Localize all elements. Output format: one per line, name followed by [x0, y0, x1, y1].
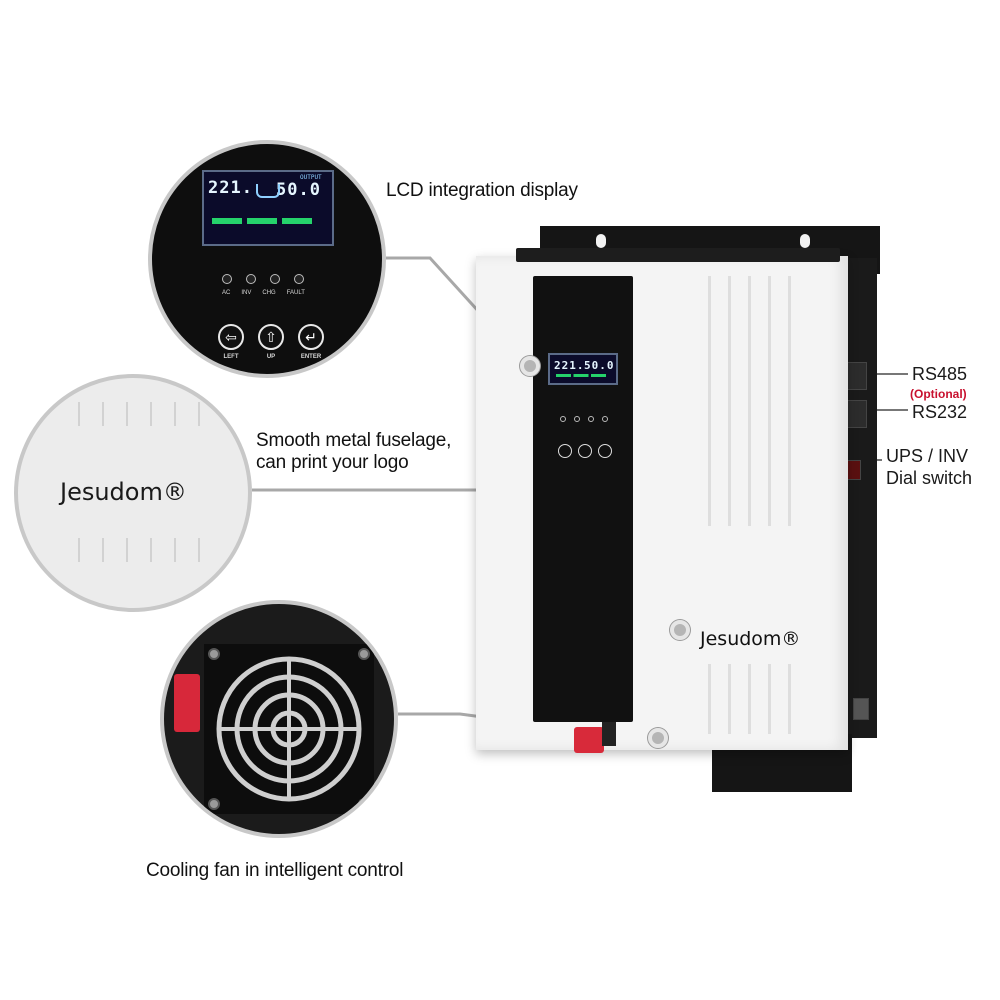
inv-led [574, 416, 580, 422]
surface-groove [150, 538, 152, 562]
chg-label: CHG [262, 290, 276, 296]
screw [358, 648, 370, 660]
fan-callout-label: Cooling fan in intelligent control [146, 860, 404, 881]
lcd-zoom-right-value: 50.0 [276, 180, 321, 200]
mount-hole [596, 234, 606, 248]
up-button[interactable] [578, 444, 592, 458]
vent-rib [728, 664, 731, 734]
surface-groove [126, 538, 128, 562]
fault-label: FAULT [286, 290, 305, 296]
surface-groove [102, 538, 104, 562]
side-panel [845, 258, 877, 738]
vent-rib [768, 276, 771, 526]
surface-groove [78, 402, 80, 426]
fault-indicator-led [294, 274, 304, 284]
screw [208, 798, 220, 810]
inv-indicator-led [246, 274, 256, 284]
lcd-output-tag: OUTPUT [300, 174, 322, 181]
arrow-left-icon[interactable]: ⇦ [218, 324, 244, 350]
surface-groove [126, 402, 128, 426]
left-button[interactable] [558, 444, 572, 458]
dial-switch-label: Dial switch [886, 468, 973, 488]
cable-gland [602, 722, 616, 746]
inv-label: INV [241, 290, 252, 296]
lcd-right-value: 50.0 [584, 359, 615, 372]
vent-rib [768, 664, 771, 734]
fan-zoom-circle [160, 600, 398, 838]
lcd-callout-label: LCD integration display [386, 180, 578, 201]
ups-inv-label: UPS / INV [886, 446, 969, 466]
enter-label: ENTER [300, 354, 322, 360]
fan-plate [204, 644, 374, 814]
surface-groove [174, 538, 176, 562]
up-label: UP [266, 354, 276, 360]
vent-rib [708, 664, 711, 734]
lcd-left-value: 221. [554, 359, 585, 372]
fuselage-label-line1: Smooth metal fuselage, [256, 430, 452, 451]
fault-led [602, 416, 608, 422]
lcd-zoom-bars [212, 218, 312, 224]
enter-icon[interactable]: ↵ [298, 324, 324, 350]
arrow-up-icon[interactable]: ⇧ [258, 324, 284, 350]
ac-indicator-led [222, 274, 232, 284]
enter-button[interactable] [598, 444, 612, 458]
control-panel-strip [533, 276, 633, 722]
rs232-port [847, 400, 867, 428]
top-vents [516, 248, 840, 262]
lcd-bars [556, 374, 606, 377]
vent-rib [708, 276, 711, 526]
surface-groove [174, 402, 176, 426]
fuselage-marker-dot [670, 620, 690, 640]
surface-groove [150, 402, 152, 426]
vent-rib [728, 276, 731, 526]
surface-groove [198, 402, 200, 426]
dc-terminal [574, 727, 604, 753]
left-label: LEFT [223, 354, 239, 360]
lcd-zoom-display: OUTPUT 221. 50.0 [202, 170, 334, 246]
surface-groove [102, 402, 104, 426]
vent-rib [748, 664, 751, 734]
lcd-wave-icon [256, 184, 280, 198]
ac-led [560, 416, 566, 422]
logo-zoom-circle: Jesudom® [14, 374, 252, 612]
vent-rib [788, 276, 791, 526]
dial-switch[interactable] [847, 460, 861, 480]
fuselage-label-line2: can print your logo [256, 452, 409, 473]
panel-zoom-circle: OUTPUT 221. 50.0 AC INV CHG FAULT ⇦ ⇧ ↵ … [148, 140, 386, 378]
red-terminal [174, 674, 200, 732]
surface-groove [78, 538, 80, 562]
chg-indicator-led [270, 274, 280, 284]
rs485-label: RS485 [912, 364, 968, 384]
fan-grille-icon [216, 656, 362, 802]
rs232-label: RS232 [912, 402, 968, 422]
zoom-logo-text: Jesudom® [60, 478, 187, 506]
grounding-terminal [853, 698, 869, 720]
screw [358, 798, 370, 810]
vent-rib [748, 276, 751, 526]
surface-groove [198, 538, 200, 562]
fuselage-callout-label: Smooth metal fuselage, can print your lo… [256, 430, 451, 474]
lcd-display: 221. 50.0 [548, 353, 618, 385]
screw [208, 648, 220, 660]
inverter-body [476, 256, 848, 750]
chg-led [588, 416, 594, 422]
lcd-zoom-left-value: 221. [208, 178, 253, 198]
rs485-port [847, 362, 867, 390]
fan-marker-dot [648, 728, 668, 748]
optional-label: (Optional) [910, 387, 967, 401]
lcd-marker-dot [520, 356, 540, 376]
ac-label: AC [222, 290, 231, 296]
mount-hole [800, 234, 810, 248]
body-logo: Jesudom® [700, 628, 801, 650]
vent-rib [788, 664, 791, 734]
